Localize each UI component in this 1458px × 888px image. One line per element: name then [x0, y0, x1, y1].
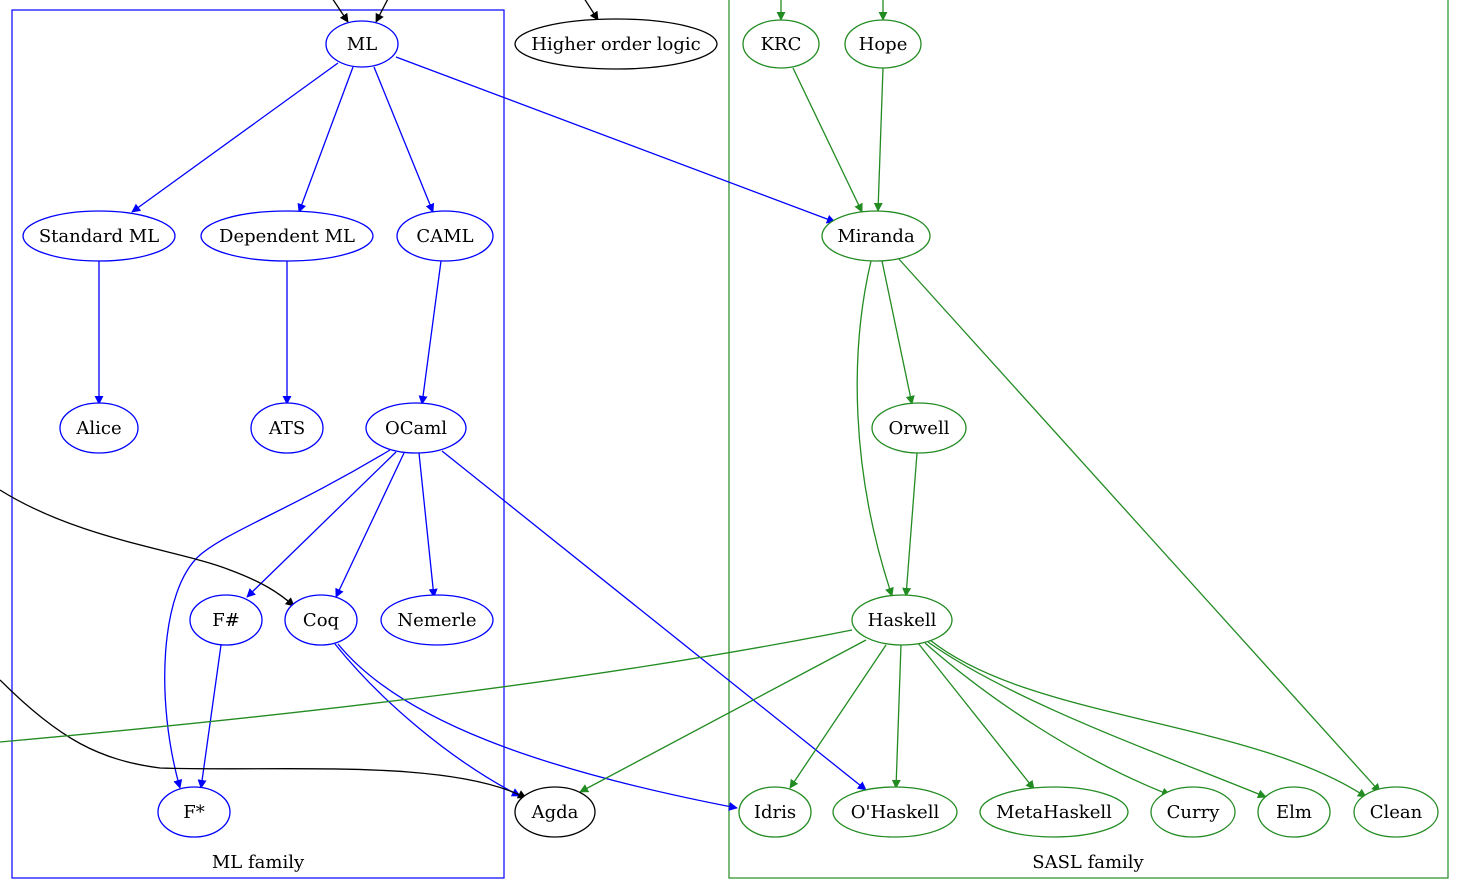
node-fstar[interactable]: F*: [157, 786, 231, 838]
node-clean[interactable]: Clean: [1353, 786, 1439, 838]
node-krc-label: KRC: [761, 34, 802, 55]
node-alice-label: Alice: [75, 418, 121, 439]
edge-orwell-haskell: [902, 452, 918, 597]
node-coq-label: Coq: [303, 610, 339, 631]
edge-caml-ocaml: [418, 260, 442, 405]
edge-haskell-idris: [789, 644, 887, 789]
node-ohaskell-label: O'Haskell: [851, 802, 940, 823]
node-agda-label: Agda: [531, 802, 579, 823]
edge-miranda-orwell: [881, 260, 915, 405]
node-elm[interactable]: Elm: [1257, 786, 1331, 838]
node-fstar-label: F*: [183, 802, 205, 823]
node-elm-label: Elm: [1276, 802, 1312, 823]
edge-haskell-curry: [924, 642, 1171, 797]
node-fsharp-label: F#: [212, 610, 240, 631]
edge-krc-miranda: [792, 67, 863, 213]
edge-ocaml-fsharp: [246, 451, 397, 598]
node-idris-label: Idris: [754, 802, 796, 823]
node-fsharp[interactable]: F#: [189, 594, 263, 646]
edge-haskell-clean: [929, 639, 1367, 798]
node-caml-label: CAML: [416, 226, 473, 247]
edge-haskell-agda: [579, 639, 867, 793]
edge-ml-dml: [297, 66, 354, 213]
cluster-sasl-family: SASL family: [728, 0, 1449, 879]
node-curry-label: Curry: [1167, 802, 1221, 823]
node-ocaml[interactable]: OCaml: [365, 402, 467, 454]
node-coq[interactable]: Coq: [284, 594, 358, 646]
edge-miranda-clean: [897, 257, 1381, 793]
edge-in-hol: [584, 0, 599, 21]
edge-coq-idris: [337, 643, 738, 811]
edge-ocaml-ohaskell: [441, 450, 867, 791]
node-dependent-ml[interactable]: Dependent ML: [200, 210, 374, 262]
edge-ml-sml: [131, 62, 339, 213]
node-curry[interactable]: Curry: [1150, 786, 1236, 838]
edge-coq-agda: [334, 643, 521, 797]
node-miranda[interactable]: Miranda: [821, 210, 931, 262]
edge-fsharp-fstar: [197, 644, 222, 789]
edge-haskell-ohaskell: [891, 644, 902, 789]
node-hope-label: Hope: [859, 34, 908, 55]
node-hope[interactable]: Hope: [844, 19, 922, 69]
cluster-sasl-label: SASL family: [1032, 852, 1144, 873]
node-ml-label: ML: [347, 34, 377, 55]
node-standard-ml[interactable]: Standard ML: [22, 210, 176, 262]
edge-miranda-haskell: [856, 260, 894, 597]
node-nemerle-label: Nemerle: [397, 610, 476, 631]
node-agda[interactable]: Agda: [514, 786, 596, 838]
node-higher-order-logic-label: Higher order logic: [531, 34, 700, 55]
node-haskell[interactable]: Haskell: [851, 594, 953, 646]
node-standard-ml-label: Standard ML: [39, 226, 159, 247]
cluster-ml-family: ML family: [11, 9, 505, 879]
node-dependent-ml-label: Dependent ML: [219, 226, 355, 247]
cluster-ml-label: ML family: [212, 852, 305, 873]
node-ats-label: ATS: [268, 418, 305, 439]
edge-ocaml-fstar: [164, 449, 391, 789]
node-krc[interactable]: KRC: [742, 19, 820, 69]
node-ohaskell[interactable]: O'Haskell: [832, 786, 958, 838]
node-caml[interactable]: CAML: [396, 210, 494, 262]
edge-ocaml-coq: [335, 452, 405, 598]
edge-hope-miranda: [873, 67, 884, 212]
node-ocaml-label: OCaml: [385, 418, 447, 439]
node-orwell-label: Orwell: [889, 418, 950, 439]
node-ats[interactable]: ATS: [250, 402, 324, 454]
edge-in-ml-1: [332, 0, 349, 23]
edge-haskell-elm: [927, 641, 1267, 799]
edge-ext-coq: [0, 489, 295, 607]
node-higher-order-logic[interactable]: Higher order logic: [514, 18, 718, 70]
edge-ml-miranda: [395, 56, 836, 224]
edge-ext-agda: [0, 679, 527, 799]
node-nemerle[interactable]: Nemerle: [380, 594, 494, 646]
edge-in-ml-2: [375, 0, 389, 23]
edges: [0, 0, 1381, 811]
edge-ocaml-nemerle: [418, 452, 438, 598]
edge-haskell-ext: [0, 629, 853, 743]
node-ml[interactable]: ML: [325, 20, 399, 68]
node-haskell-label: Haskell: [868, 610, 937, 631]
node-metahaskell-label: MetaHaskell: [996, 802, 1112, 823]
node-alice[interactable]: Alice: [59, 402, 139, 454]
node-clean-label: Clean: [1370, 802, 1423, 823]
node-miranda-label: Miranda: [837, 226, 915, 247]
edge-haskell-metahaskell: [917, 642, 1035, 790]
node-metahaskell[interactable]: MetaHaskell: [979, 786, 1129, 838]
edge-ml-caml: [373, 66, 435, 213]
node-idris[interactable]: Idris: [738, 786, 812, 838]
node-orwell[interactable]: Orwell: [871, 402, 967, 454]
nodes: ML Higher order logic KRC Hope Standard …: [22, 18, 1439, 838]
